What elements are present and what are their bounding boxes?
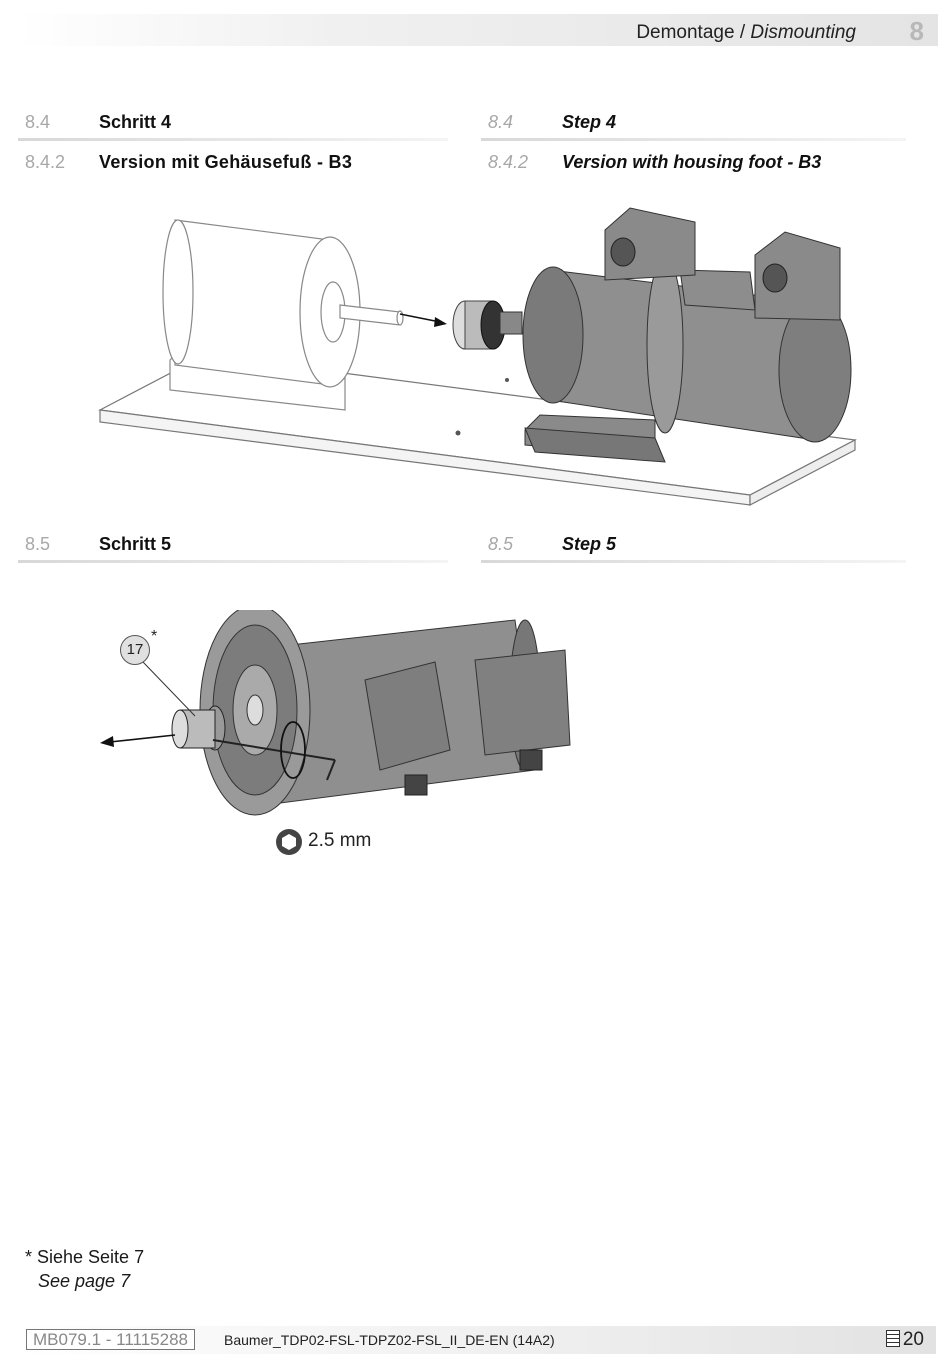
hex-key-icon	[276, 829, 302, 855]
chapter-number: 8	[909, 16, 924, 46]
section-8-4-en: 8.4 Step 4	[481, 107, 906, 141]
connector-housing	[364, 661, 451, 771]
section-number: 8.4	[25, 112, 51, 132]
subsection-title-en: Version with housing foot - B3	[562, 152, 822, 172]
header-title-en: Dismounting	[750, 22, 856, 43]
section-title: Schritt 4	[99, 112, 172, 132]
header-title-de: Demontage	[636, 22, 735, 43]
callout-circle: 17	[120, 635, 150, 665]
section-number: 8.4	[488, 112, 514, 132]
figure-encoder-housing-foot	[98, 207, 857, 506]
section-rule	[481, 560, 906, 563]
section-number: 8.5	[25, 534, 51, 554]
arrow-head	[434, 317, 447, 327]
connector-housing	[474, 649, 571, 756]
file-name: Baumer_TDP02-FSL-TDPZ02-FSL_II_DE-EN (14…	[224, 1332, 555, 1348]
page-footer: MB079.1 - 11115288 Baumer_TDP02-FSL-TDPZ…	[14, 1326, 936, 1354]
section-8-4-de: 8.4 Schritt 4	[18, 107, 448, 141]
page-icon	[885, 1330, 900, 1347]
document-id: MB079.1 - 11115288	[26, 1329, 196, 1350]
subsection-number-en: 8.4.2	[488, 152, 529, 172]
section-8-5-de: 8.5 Schritt 5	[18, 529, 448, 563]
rotation-arrow	[280, 721, 306, 779]
encoder-body	[244, 619, 571, 806]
section-number: 8.5	[488, 534, 514, 554]
section-rule	[18, 560, 448, 563]
section-title: Schritt 5	[99, 534, 172, 554]
hex-key	[212, 739, 336, 761]
section-8-5-en: 8.5 Step 5	[481, 529, 906, 563]
footnote-en: See page 7	[38, 1271, 131, 1291]
subsection-title-de: Version mit Gehäusefuß - B3	[99, 152, 353, 172]
section-title: Step 5	[562, 534, 617, 554]
header-title: Demontage / Dismounting	[636, 22, 856, 44]
page-number-value: 20	[902, 1329, 924, 1350]
encoder-body	[522, 207, 852, 463]
tool-size-label: 2.5 mm	[308, 830, 372, 851]
section-rule	[18, 138, 448, 141]
shaft-coupling	[171, 705, 226, 751]
shaft-coupling	[452, 300, 523, 350]
page-header: Demontage / Dismounting 8	[18, 14, 938, 46]
page-number: 20	[885, 1329, 924, 1351]
footnote-de: * Siehe Seite 7	[25, 1247, 145, 1267]
callout-number: 17	[126, 641, 144, 658]
removal-arrow-head	[100, 736, 114, 747]
subsection-number-de: 8.4.2	[25, 152, 66, 172]
header-separator: /	[734, 22, 751, 43]
section-title: Step 4	[562, 112, 617, 132]
section-rule	[481, 138, 906, 141]
callout-asterisk: *	[151, 628, 158, 645]
figure-coupling-removal	[100, 610, 571, 816]
